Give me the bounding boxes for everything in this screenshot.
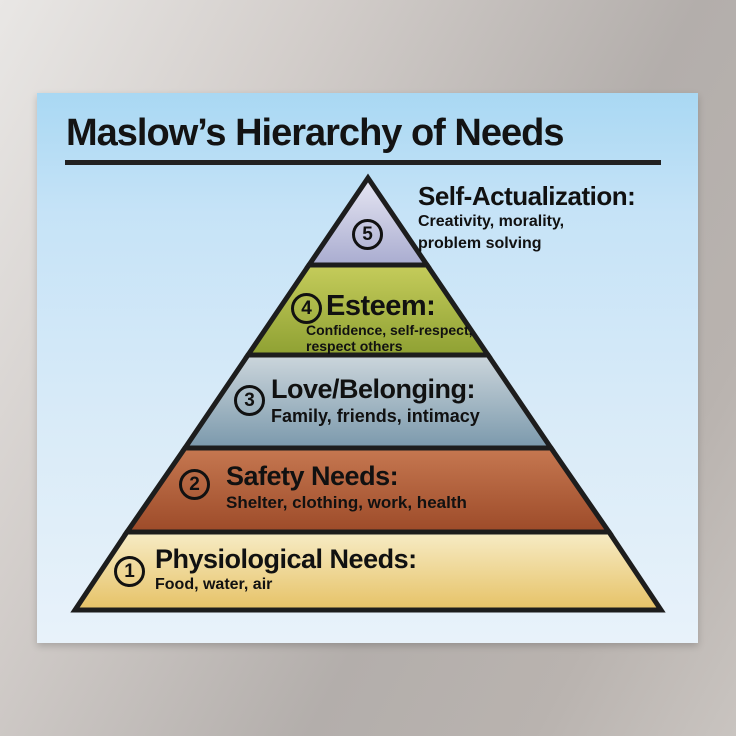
level-4-label: Esteem: Confidence, self-respect, respec… (306, 290, 473, 354)
level-2-subtitle: Shelter, clothing, work, health (226, 493, 467, 512)
level-4-heading: Esteem: (326, 290, 436, 322)
level-3-subtitle: Family, friends, intimacy (271, 406, 480, 426)
level-2-label: Safety Needs: Shelter, clothing, work, h… (226, 462, 467, 514)
level-4-subtitle: respect others (306, 338, 403, 354)
level-5-label: Self-Actualization: Creativity, morality… (418, 181, 636, 254)
level-1-heading: Physiological Needs: (155, 544, 417, 574)
level-5-subtitle: Creativity, morality, (418, 213, 565, 230)
level-5-number-badge: 5 (352, 219, 383, 250)
level-3-number-badge: 3 (234, 385, 265, 416)
level-2-heading: Safety Needs: (226, 461, 399, 491)
level-5-subtitle: problem solving (418, 235, 542, 252)
level-3-heading: Love/Belonging: (271, 374, 475, 404)
level-3-label: Love/Belonging: Family, friends, intimac… (271, 375, 480, 428)
level-4-number-badge: 4 (291, 293, 322, 324)
level-5-heading: Self-Actualization: (418, 181, 636, 211)
level-1-label: Physiological Needs: Food, water, air (155, 545, 417, 596)
level-1-number-badge: 1 (114, 556, 145, 587)
pyramid-diagram (70, 173, 666, 613)
level-2-number-badge: 2 (179, 469, 210, 500)
level-4-subtitle: Confidence, self-respect, (306, 322, 473, 338)
poster-title: Maslow’s Hierarchy of Needs (66, 112, 564, 154)
level-1-subtitle: Food, water, air (155, 576, 273, 593)
poster: Maslow’s Hierarchy of Needs (37, 93, 698, 643)
title-underline (65, 160, 661, 165)
